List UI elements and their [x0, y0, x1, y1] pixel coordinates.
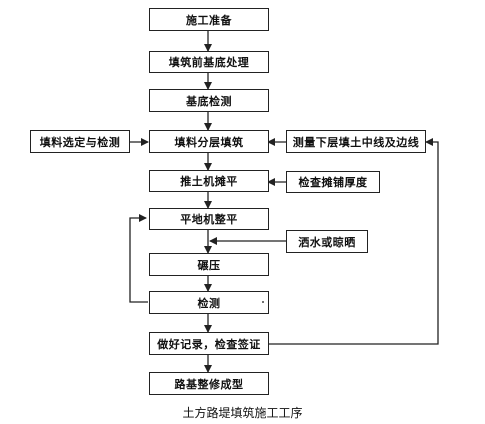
side-measure-centerline: 测量下层填土中线及边线: [286, 130, 426, 153]
step-bulldozer-leveling: 推土机摊平: [149, 170, 269, 192]
step-grader-leveling: 平地机整平: [149, 208, 269, 230]
scan-speck: [262, 301, 264, 303]
step-rolling: 碾压: [149, 253, 269, 276]
figure-caption: 土方路堤填筑施工工序: [182, 406, 303, 420]
step-final-trimming: 路基整修成型: [149, 372, 269, 395]
step-base-treatment: 填筑前基底处理: [149, 51, 269, 73]
step-base-inspection: 基底检测: [149, 89, 269, 112]
side-fill-selection: 填料选定与检测: [30, 130, 130, 153]
step-inspection: 检测: [149, 291, 269, 314]
feedback-inspection-to-grader: [129, 214, 148, 303]
step-preparation: 施工准备: [149, 8, 269, 31]
feedback-record-to-measure: [268, 138, 439, 345]
step-layered-filling: 填料分层填筑: [149, 130, 269, 153]
side-watering-drying: 洒水或晾晒: [286, 230, 368, 253]
side-check-thickness: 检查摊铺厚度: [286, 171, 380, 193]
step-record-and-check: 做好记录，检查签证: [149, 332, 269, 355]
